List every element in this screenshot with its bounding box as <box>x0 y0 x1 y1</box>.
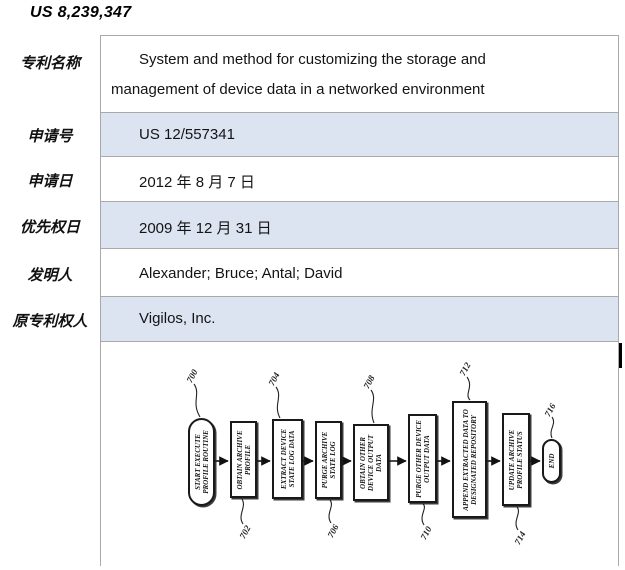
field-label-filing-date: 申请日 <box>27 173 73 190</box>
field-label-application-number: 申请号 <box>27 128 73 145</box>
field-label-original-assignee: 原专利权人 <box>12 313 88 330</box>
flow-node-purge-other-device-output-data: PURGE OTHER DEVICE OUTPUT DATA <box>408 414 437 503</box>
field-label-inventors: 发明人 <box>27 267 73 284</box>
flow-node-obtain-other-device-output-data: OBTAIN OTHER DEVICE OUTPUT DATA <box>353 424 389 501</box>
ref-numeral-712: 712 <box>457 360 473 378</box>
patent-info-table: System and method for customizing the st… <box>100 35 619 567</box>
patent-title-value: System and method for customizing the st… <box>111 51 486 98</box>
flow-node-end: END <box>542 439 561 483</box>
ref-numeral-704: 704 <box>266 370 282 388</box>
flow-node-label: EXTRACT DEVICE STATE LOG DATA <box>279 428 296 490</box>
flow-node-label: END <box>547 453 556 469</box>
original-assignee-value: Vigilos, Inc. <box>139 310 216 327</box>
ref-numeral-708: 708 <box>361 373 377 391</box>
field-label-priority-date: 优先权日 <box>19 219 80 236</box>
ref-numeral-702: 702 <box>237 523 253 541</box>
ref-numeral-706: 706 <box>325 522 341 540</box>
ref-numeral-700: 700 <box>184 367 200 385</box>
ref-numeral-716: 716 <box>542 401 558 419</box>
table-row: Vigilos, Inc. <box>101 297 618 342</box>
flow-node-label: PURGE OTHER DEVICE OUTPUT DATA <box>414 419 431 498</box>
flow-node-label: OBTAIN OTHER DEVICE OUTPUT DATA <box>359 434 383 491</box>
filing-date-value: 2012 年 8 月 7 日 <box>139 174 255 191</box>
application-number-value: US 12/557341 <box>139 126 235 143</box>
ref-numeral-714: 714 <box>512 529 528 547</box>
ref-numeral-710: 710 <box>418 524 434 542</box>
table-row: 2012 年 8 月 7 日 <box>101 157 618 202</box>
patent-number-title: US 8,239,347 <box>30 4 132 21</box>
priority-date-value: 2009 年 12 月 31 日 <box>139 220 272 237</box>
patent-figure-cell: START EXECUTE PROFILE ROUTINE OBTAIN ARC… <box>101 342 618 567</box>
flow-node-append-extracted-data: APPEND EXTRACTED DATA TO DESIGNATED REPO… <box>452 401 487 518</box>
table-row: US 12/557341 <box>101 113 618 157</box>
flow-node-label: APPEND EXTRACTED DATA TO DESIGNATED REPO… <box>461 408 478 511</box>
table-row: 2009 年 12 月 31 日 <box>101 202 618 249</box>
table-row: Alexander; Bruce; Antal; David <box>101 249 618 297</box>
flow-node-label: START EXECUTE PROFILE ROUTINE <box>193 430 210 494</box>
patent-flowchart-figure: START EXECUTE PROFILE ROUTINE OBTAIN ARC… <box>103 344 618 565</box>
flow-node-purge-archive-state-log: PURGE ARCHIVE STATE LOG <box>315 421 342 499</box>
flow-node-extract-device-state-log-data: EXTRACT DEVICE STATE LOG DATA <box>272 419 303 499</box>
table-row: System and method for customizing the st… <box>101 36 618 113</box>
flow-node-obtain-archive-profile: OBTAIN ARCHIVE PROFILE <box>230 421 257 498</box>
flow-node-label: UPDATE ARCHIVE PROFILE STATUS <box>508 429 524 490</box>
flow-node-label: OBTAIN ARCHIVE PROFILE <box>235 429 252 490</box>
scrollbar-thumb[interactable] <box>619 343 622 368</box>
field-label-patent-name: 专利名称 <box>19 55 80 72</box>
inventors-value: Alexander; Bruce; Antal; David <box>139 265 343 282</box>
flow-node-start: START EXECUTE PROFILE ROUTINE <box>188 418 215 506</box>
flow-node-update-archive-profile-status: UPDATE ARCHIVE PROFILE STATUS <box>502 413 530 506</box>
flow-node-label: PURGE ARCHIVE STATE LOG <box>320 431 337 489</box>
